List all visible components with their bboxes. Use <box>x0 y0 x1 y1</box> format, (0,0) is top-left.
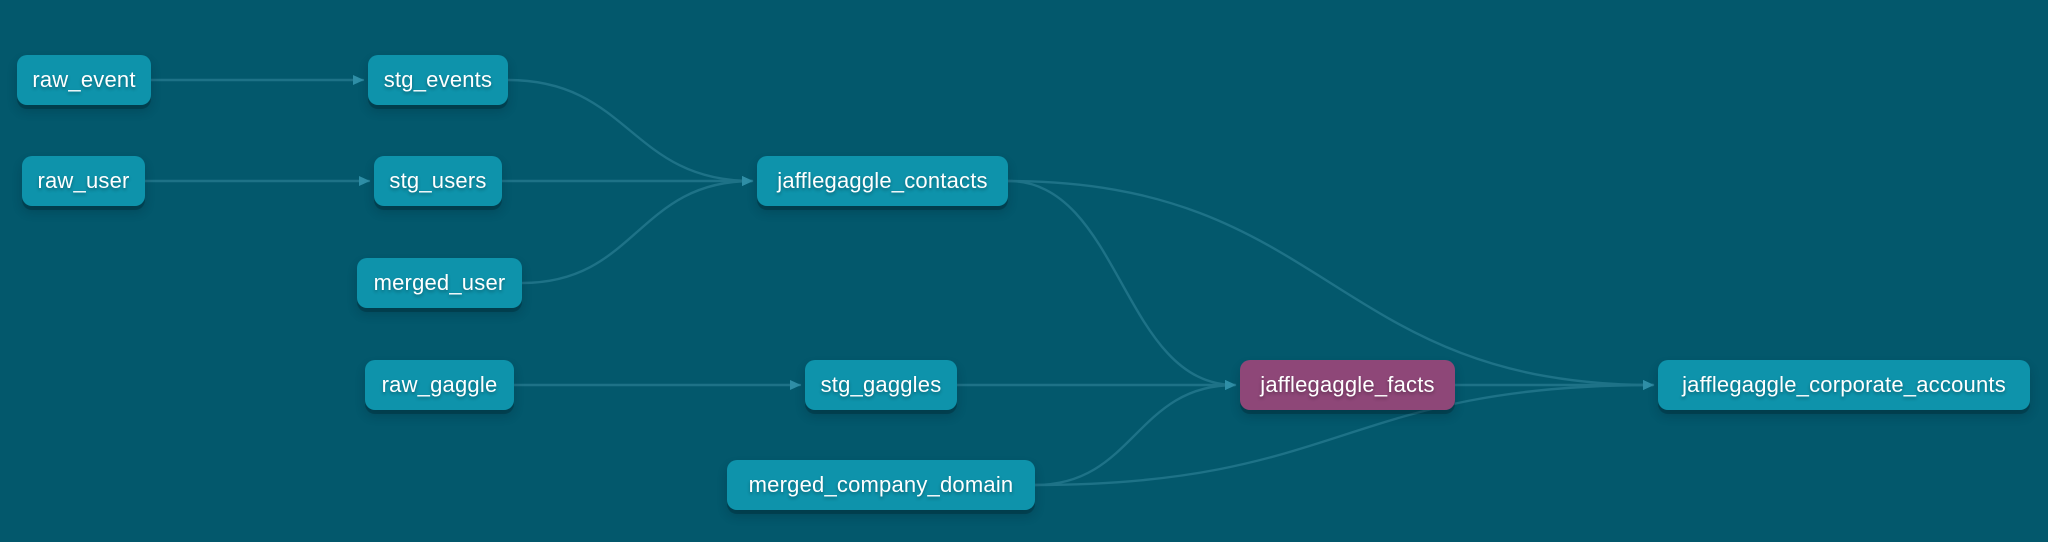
node-label: merged_company_domain <box>748 472 1014 497</box>
node-label: jafflegaggle_corporate_accounts <box>1682 372 2006 397</box>
edge-merged_user-jafflegaggle_contacts <box>520 176 754 285</box>
node-stg_gaggles[interactable]: stg_gaggles <box>805 360 957 410</box>
node-merged_user[interactable]: merged_user <box>357 258 522 308</box>
node-label: raw_gaggle <box>381 372 498 397</box>
node-stg_users[interactable]: stg_users <box>374 156 502 206</box>
node-jafflegaggle_facts[interactable]: jafflegaggle_facts <box>1240 360 1455 410</box>
edge-stg_events-jafflegaggle_contacts <box>506 78 754 186</box>
node-stg_events[interactable]: stg_events <box>368 55 508 105</box>
edge-merged_company_domain-jafflegaggle_facts <box>1033 380 1237 487</box>
node-jafflegaggle_contacts[interactable]: jafflegaggle_contacts <box>757 156 1008 206</box>
node-label: jafflegaggle_facts <box>1260 372 1435 397</box>
node-label: stg_events <box>383 67 493 92</box>
node-label: stg_users <box>389 168 487 193</box>
node-merged_company_domain[interactable]: merged_company_domain <box>727 460 1035 510</box>
node-label: raw_user <box>37 168 130 193</box>
edge-jafflegaggle_contacts-jafflegaggle_corporate_accounts <box>1006 179 1655 390</box>
node-label: stg_gaggles <box>820 372 942 397</box>
node-label: merged_user <box>373 270 506 295</box>
node-raw_user[interactable]: raw_user <box>22 156 145 206</box>
node-raw_event[interactable]: raw_event <box>17 55 151 105</box>
node-jafflegaggle_corporate_accounts[interactable]: jafflegaggle_corporate_accounts <box>1658 360 2030 410</box>
edge-merged_company_domain-jafflegaggle_corporate_accounts <box>1033 380 1655 487</box>
node-raw_gaggle[interactable]: raw_gaggle <box>365 360 514 410</box>
edge-jafflegaggle_contacts-jafflegaggle_facts <box>1006 179 1237 390</box>
node-label: raw_event <box>32 67 136 92</box>
node-label: jafflegaggle_contacts <box>777 168 988 193</box>
